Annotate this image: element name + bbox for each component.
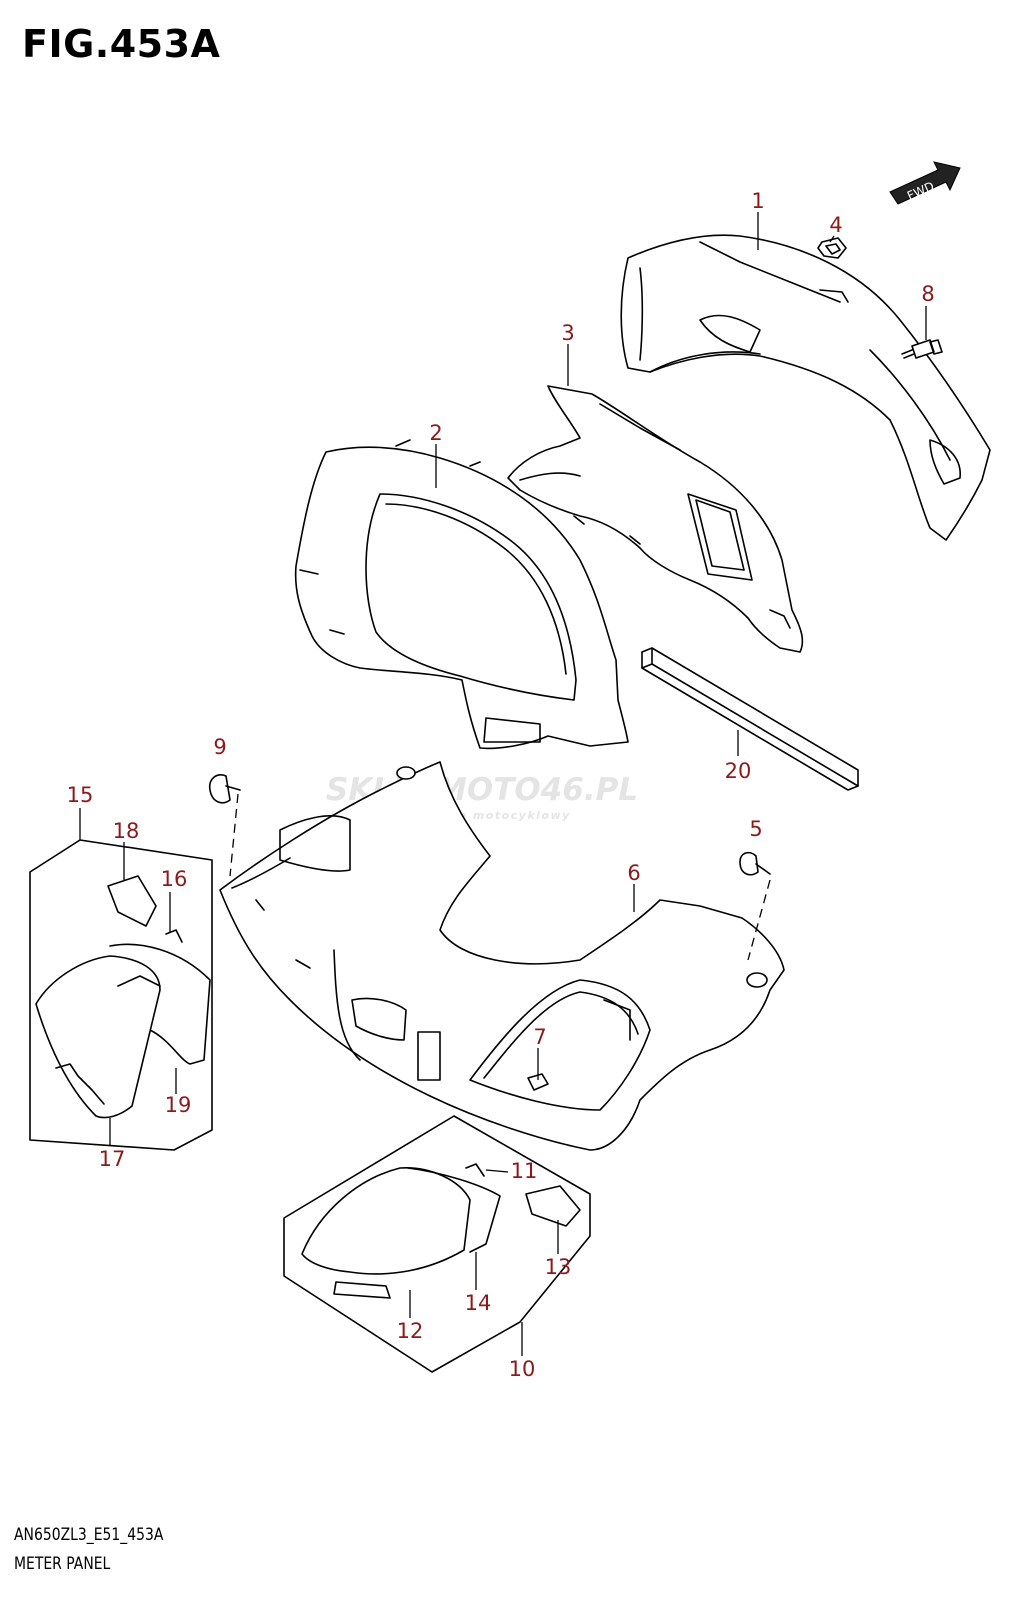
callout-7: 7 xyxy=(533,1025,546,1049)
callout-20: 20 xyxy=(725,759,752,783)
callout-16: 16 xyxy=(161,867,188,891)
callout-17: 17 xyxy=(99,1147,126,1171)
part-4-clip xyxy=(817,237,847,259)
callout-6: 6 xyxy=(627,861,640,885)
group-15-pocket-assembly xyxy=(29,839,213,1151)
callout-19: 19 xyxy=(165,1093,192,1117)
diagram-code: AN650ZL3_E51_453A xyxy=(14,1525,164,1545)
callout-13: 13 xyxy=(545,1255,572,1279)
figure-title: FIG.453A xyxy=(22,22,221,66)
part-9-bolt xyxy=(208,774,241,804)
part-3-inner-panel xyxy=(507,385,804,653)
callout-10: 10 xyxy=(509,1357,536,1381)
part-2-meter-visor xyxy=(294,439,629,750)
callout-14: 14 xyxy=(465,1291,492,1315)
callout-5: 5 xyxy=(749,817,762,841)
callout-18: 18 xyxy=(113,819,140,843)
fwd-arrow-icon: FWD xyxy=(889,161,961,205)
part-1-meter-cover-upper xyxy=(620,234,991,541)
part-5-bolt xyxy=(739,851,771,876)
diagram-name: METER PANEL xyxy=(14,1554,111,1574)
leader-lines xyxy=(79,212,927,1356)
callout-1: 1 xyxy=(751,189,764,213)
callout-numbers: 1 4 8 3 2 20 9 15 5 18 6 16 7 19 17 11 1… xyxy=(67,189,935,1381)
callout-3: 3 xyxy=(561,321,574,345)
part-20-rubber-strip xyxy=(641,647,859,791)
callout-15: 15 xyxy=(67,783,94,807)
callout-8: 8 xyxy=(921,282,934,306)
part-7-clip xyxy=(527,1073,549,1091)
callout-11: 11 xyxy=(511,1159,538,1183)
part-6-meter-panel-lower xyxy=(219,761,785,1151)
group-10-pocket-assembly xyxy=(283,1115,591,1373)
callout-2: 2 xyxy=(429,421,442,445)
callout-4: 4 xyxy=(829,213,842,237)
callout-9: 9 xyxy=(213,735,226,759)
part-8-screw xyxy=(901,339,943,359)
callout-12: 12 xyxy=(397,1319,424,1343)
